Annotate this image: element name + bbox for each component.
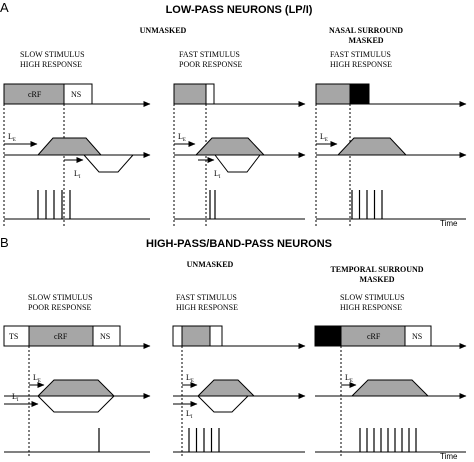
panel-b-unmasked-heading: UNMASKED xyxy=(187,260,234,269)
li-label: LI xyxy=(214,169,221,180)
panel-b-col2-heading-line2: HIGH RESPONSE xyxy=(176,303,238,312)
panel-b-col3 xyxy=(314,325,467,458)
panel-b-title: HIGH-PASS/BAND-PASS NEURONS xyxy=(146,238,332,250)
le-label: LE xyxy=(178,132,186,143)
inhibition-outline xyxy=(197,395,249,413)
li-label: LI xyxy=(74,169,81,180)
li-label: LI xyxy=(186,409,193,420)
panel-b-spike-trains xyxy=(98,428,417,452)
panel-a-letter: A xyxy=(0,0,9,15)
panel-a-col1-heading-line1: SLOW STIMULUS xyxy=(20,50,85,59)
panel-a-col1 xyxy=(3,83,158,226)
excitation-trapezoid xyxy=(336,137,408,156)
panel-b-col3-heading-line2: HIGH RESPONSE xyxy=(340,303,402,312)
le-label: LE xyxy=(33,373,41,384)
surround-label: NS xyxy=(100,332,110,341)
panel-a-col3-heading-line2: HIGH RESPONSE xyxy=(330,60,392,69)
panel-b-col3-heading-line1: SLOW STIMULUS xyxy=(340,293,405,302)
surround-label: NS xyxy=(71,90,81,99)
panel-b-col2-heading-line1: FAST STIMULUS xyxy=(176,293,237,302)
panel-a-masked-heading-line1: NASAL SURROUND xyxy=(329,26,403,35)
panel-a-col2-heading-line2: POOR RESPONSE xyxy=(179,60,242,69)
panel-a-col1-heading-line2: HIGH RESPONSE xyxy=(20,60,82,69)
panel-a-col2-heading-line1: FAST STIMULUS xyxy=(179,50,240,59)
receptive-field-block xyxy=(315,83,351,105)
surround-block xyxy=(209,325,223,347)
temporal-surround-block xyxy=(172,325,183,347)
time-axis-label: Time xyxy=(440,219,458,228)
excitation-trapezoid xyxy=(36,379,116,397)
panel-a-col2 xyxy=(173,83,306,226)
panel-a-masked-heading-line2: MASKED xyxy=(348,36,383,45)
inhibition-trapezoid xyxy=(101,155,158,172)
panel-a-title: LOW-PASS NEURONS (LP/I) xyxy=(166,4,313,16)
receptive-field-block xyxy=(181,325,211,347)
masked-temporal-surround-block xyxy=(314,325,342,347)
excitation-trapezoid xyxy=(196,379,256,397)
panel-a-col3-heading-line1: FAST STIMULUS xyxy=(330,50,391,59)
panel-b-col1 xyxy=(3,325,151,458)
surround-block xyxy=(205,83,215,105)
le-label: LE xyxy=(320,132,328,143)
panel-a-col3 xyxy=(315,83,467,226)
panel-b-col2 xyxy=(172,325,306,458)
panel-b-col1-heading-line2: POOR RESPONSE xyxy=(28,303,91,312)
li-label: LI xyxy=(12,392,19,403)
panel-b-masked-heading-line2: MASKED xyxy=(359,275,394,284)
le-label: LE xyxy=(8,132,16,143)
inhibition-outline xyxy=(37,395,115,413)
temporal-surround-label: TS xyxy=(9,332,18,341)
panel-b-letter: B xyxy=(0,235,9,250)
time-axis-label: Time xyxy=(440,452,458,461)
field-label: cRF xyxy=(367,332,381,341)
receptive-field-block xyxy=(173,83,207,105)
panel-b-masked-heading-line1: TEMPORAL SURROUND xyxy=(330,265,423,274)
excitation-trapezoid xyxy=(36,137,103,156)
field-label: cRF xyxy=(28,90,42,99)
inhibition-outline xyxy=(214,154,261,173)
panel-a-unmasked-heading: UNMASKED xyxy=(140,26,187,35)
inhibition-outline xyxy=(83,154,134,173)
panel-b-col1-heading-line1: SLOW STIMULUS xyxy=(28,293,93,302)
panel-a-spike-trains xyxy=(37,190,383,219)
excitation-trapezoid xyxy=(350,379,430,397)
le-label: LE xyxy=(186,373,194,384)
le-label: LE xyxy=(345,373,353,384)
surround-label: NS xyxy=(412,332,422,341)
field-label: cRF xyxy=(54,332,68,341)
masked-surround-block xyxy=(349,83,370,105)
